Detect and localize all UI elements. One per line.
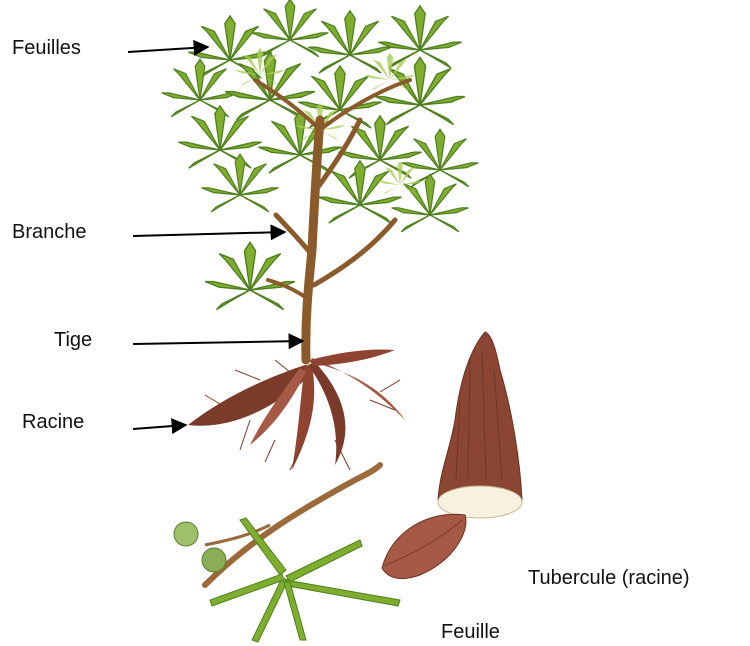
label-racine: Racine [22,412,84,432]
root-cluster [188,349,405,470]
leaf-sprig [174,465,400,642]
label-feuille: Feuille [441,622,500,642]
arrow-feuilles [128,47,208,52]
label-tubercule: Tubercule (racine) [528,568,690,588]
arrow-racine [133,425,186,429]
label-tige: Tige [54,330,92,350]
tuber [382,332,522,579]
label-branche: Branche [12,222,87,242]
arrow-tige [133,341,303,344]
arrow-branche [133,232,285,236]
label-feuilles: Feuilles [12,38,81,58]
